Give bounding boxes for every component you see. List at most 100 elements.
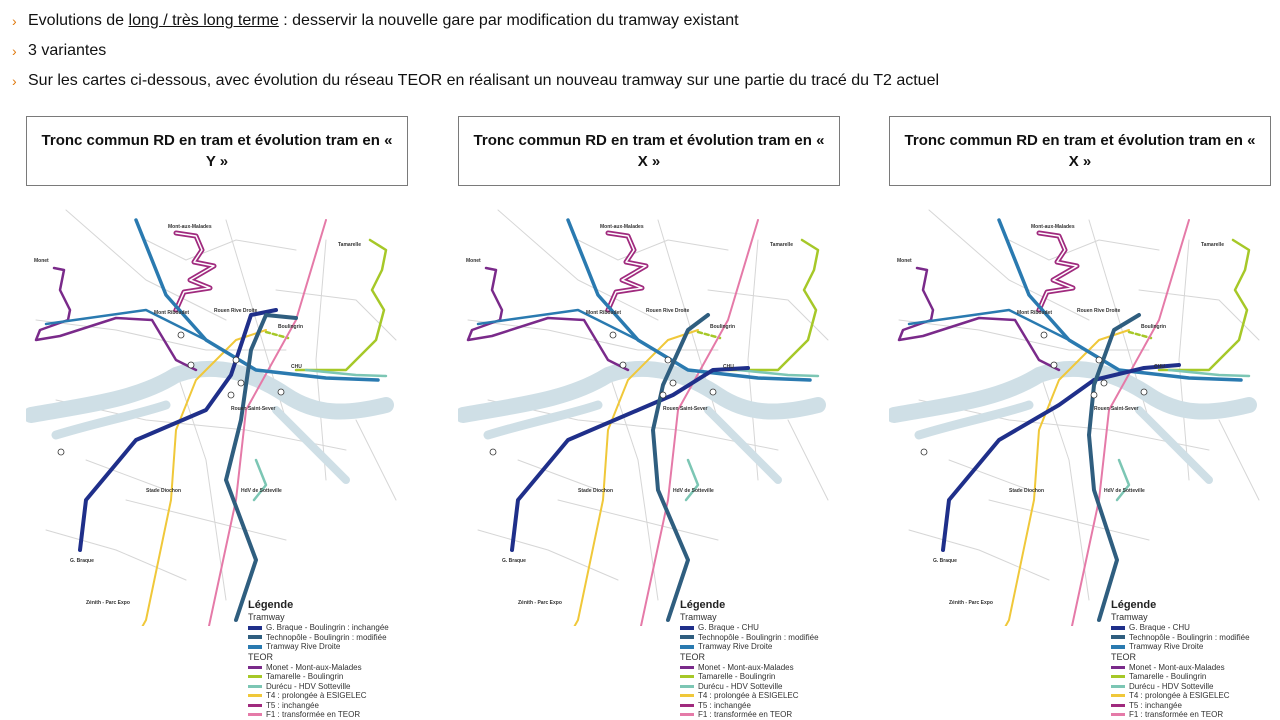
place-label-g-braque: G. Braque: [933, 558, 957, 564]
place-label-rouen-saint-sever: Rouen Saint-Sever: [663, 406, 708, 412]
place-label-zenith: Zénith - Parc Expo: [86, 600, 130, 606]
station-marker-icon: [664, 356, 672, 364]
legend-item-label: T5 : inchangée: [698, 700, 751, 710]
teor-t5-inner: [1038, 232, 1078, 311]
legend-swatch: [1111, 694, 1125, 698]
station-marker-icon: [1090, 391, 1098, 399]
place-label-hdv: HdV de Sotteville: [241, 488, 282, 494]
legend-swatch: [1111, 703, 1125, 707]
road-line: [948, 459, 1030, 491]
seine-river: [26, 360, 394, 423]
station-marker-icon: [920, 448, 928, 456]
road-line: [355, 419, 397, 501]
legend-row: G. Braque - Boulingrin : inchangée: [248, 623, 408, 633]
teor-durecu-line: [304, 368, 388, 378]
place-label-monet: Monet: [897, 258, 912, 264]
legend-swatch: [1111, 635, 1125, 640]
legend-row: Technopôle - Boulingrin : modifiée: [680, 633, 840, 643]
teor-tamarelle-line: [726, 238, 820, 372]
station-marker-icon: [1095, 356, 1103, 364]
tram-braque-line: [78, 308, 278, 552]
teor-monet-line: [34, 266, 198, 372]
place-label-chu: CHU: [291, 364, 302, 370]
seine-river: [458, 360, 826, 423]
tram-rive-droite-branch: [907, 308, 1071, 342]
place-label-rouen-rive-droite: Rouen Rive Droite: [214, 308, 258, 314]
place-label-mont-riboudet: Mont Riboudet: [154, 310, 189, 316]
teor-tamarelle-dash: [1127, 330, 1153, 340]
variant-title: Tronc commun RD en tram et évolution tra…: [473, 132, 825, 170]
legend-row: Technopôle - Boulingrin : modifiée: [248, 633, 408, 643]
legend-row: G. Braque - CHU: [680, 623, 840, 633]
station-marker-icon: [619, 361, 627, 369]
road-line: [315, 239, 327, 481]
bullet-underlined-text: long / très long terme: [128, 12, 279, 29]
road-line: [607, 369, 659, 601]
bullet-text: 3 variantes: [28, 42, 107, 59]
place-label-mont-riboudet: Mont Riboudet: [586, 310, 621, 316]
road-line: [747, 239, 759, 481]
bullet-text: : desservir la nouvelle gare par modific…: [278, 12, 739, 29]
chevron-right-icon: ›: [12, 13, 17, 29]
teor-t4-line: [573, 329, 699, 626]
teor-tamarelle-dash: [696, 330, 722, 340]
teor-monet-line: [897, 266, 1061, 372]
legend-title: Légende: [248, 599, 294, 611]
teor-f1-line: [1070, 219, 1190, 626]
station-marker-icon: [237, 379, 245, 387]
tram-rive-droite-branch: [44, 308, 208, 342]
legend-item-label: G. Braque - Boulingrin : inchangée: [266, 623, 389, 632]
road-line: [1038, 369, 1090, 601]
tram-rive-droite-branch: [476, 308, 640, 342]
legend-row: F1 : transformée en TEOR: [248, 710, 408, 720]
seine-branch: [704, 406, 782, 484]
teor-f1-line: [639, 219, 759, 626]
place-label-mont-riboudet: Mont Riboudet: [1017, 310, 1052, 316]
legend-row: T5 : inchangée: [248, 701, 408, 711]
seine-branch: [1135, 406, 1213, 484]
seine-branch: [914, 400, 1034, 440]
teor-durecu-branch: [684, 458, 700, 502]
variant-panel: Tronc commun RD en tram et évolution tra…: [889, 116, 1271, 719]
road-line: [477, 529, 619, 581]
legend-row: Tramway Rive Droite: [680, 642, 840, 652]
station-marker-icon: [709, 388, 717, 396]
place-label-rouen-rive-droite: Rouen Rive Droite: [646, 308, 690, 314]
legend-swatch: [680, 713, 694, 717]
legend-row: Technopôle - Boulingrin : modifiée: [1111, 633, 1271, 643]
station-marker-icon: [1140, 388, 1148, 396]
road-line: [125, 499, 287, 541]
legend-item-label: Monet - Mont-aux-Malades: [266, 662, 362, 672]
tram-technopole-line: [224, 313, 298, 622]
legend-swatch: [680, 644, 694, 649]
legend-swatch: [248, 694, 262, 698]
legend-item-label: F1 : transformée en TEOR: [1129, 710, 1224, 719]
legend-group-teor: TEOR: [680, 651, 706, 662]
road-line: [1218, 419, 1260, 501]
place-label-zenith: Zénith - Parc Expo: [518, 600, 562, 606]
legend-swatch: [248, 635, 262, 640]
road-line: [988, 499, 1150, 541]
legend-row: Monet - Mont-aux-Malades: [680, 663, 840, 673]
bullet-text: Sur les cartes ci-dessous, avec évolutio…: [28, 72, 940, 89]
tram-rive-droite-line: [997, 218, 1243, 382]
legend-row: Tamarelle - Boulingrin: [680, 672, 840, 682]
station-marker-icon: [277, 388, 285, 396]
place-label-monet: Monet: [466, 258, 481, 264]
legend-swatch: [248, 675, 262, 679]
road-line: [85, 459, 167, 491]
road-line: [1008, 239, 1160, 261]
teor-tamarelle-dash: [264, 330, 290, 340]
legend-row: T4 : prolongée à ESIGELEC: [248, 691, 408, 701]
seine-branch: [483, 400, 603, 440]
legend-item-label: Technopôle - Boulingrin : modifiée: [698, 632, 819, 642]
legend-item-label: Technopôle - Boulingrin : modifiée: [266, 632, 387, 642]
legend-row: T4 : prolongée à ESIGELEC: [680, 691, 840, 701]
legend-row: Durécu - HDV Sotteville: [680, 682, 840, 692]
tram-rive-droite-line: [566, 218, 812, 382]
road-line: [928, 209, 1090, 321]
